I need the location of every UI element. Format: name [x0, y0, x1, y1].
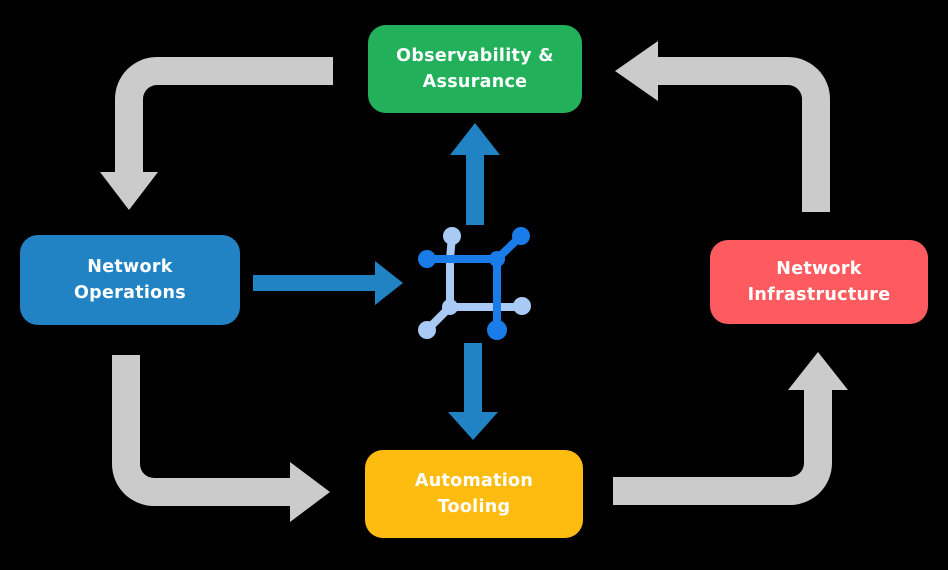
arrow-observability-to-operations — [100, 57, 333, 210]
node-label-line: Network — [87, 256, 173, 277]
icon-dark-parts — [418, 227, 530, 340]
node-label-line: Tooling — [437, 497, 511, 517]
node-label-line: Infrastructure — [747, 285, 891, 305]
icon-light-parts — [418, 227, 531, 339]
node-label-line: Automation — [414, 470, 534, 491]
node-network-infrastructure: Network Infrastructure — [710, 240, 928, 324]
node-label-line: Network — [776, 258, 862, 279]
arrow-center-to-observability — [450, 123, 500, 225]
node-label-line: Assurance — [422, 72, 528, 92]
network-nodes-icon — [418, 227, 531, 340]
node-label-line: Operations — [74, 283, 186, 303]
arrow-operations-to-center — [253, 261, 403, 305]
arrow-infrastructure-to-observability — [615, 41, 830, 212]
node-observability-assurance: Observability & Assurance — [368, 25, 582, 113]
arrow-center-to-automation — [448, 343, 498, 440]
arrow-automation-to-infrastructure — [613, 352, 848, 505]
node-automation-tooling: Automation Tooling — [365, 450, 583, 538]
node-label-line: Observability & — [396, 45, 554, 66]
node-network-operations: Network Operations — [20, 235, 240, 325]
arrow-operations-to-automation — [112, 355, 330, 522]
